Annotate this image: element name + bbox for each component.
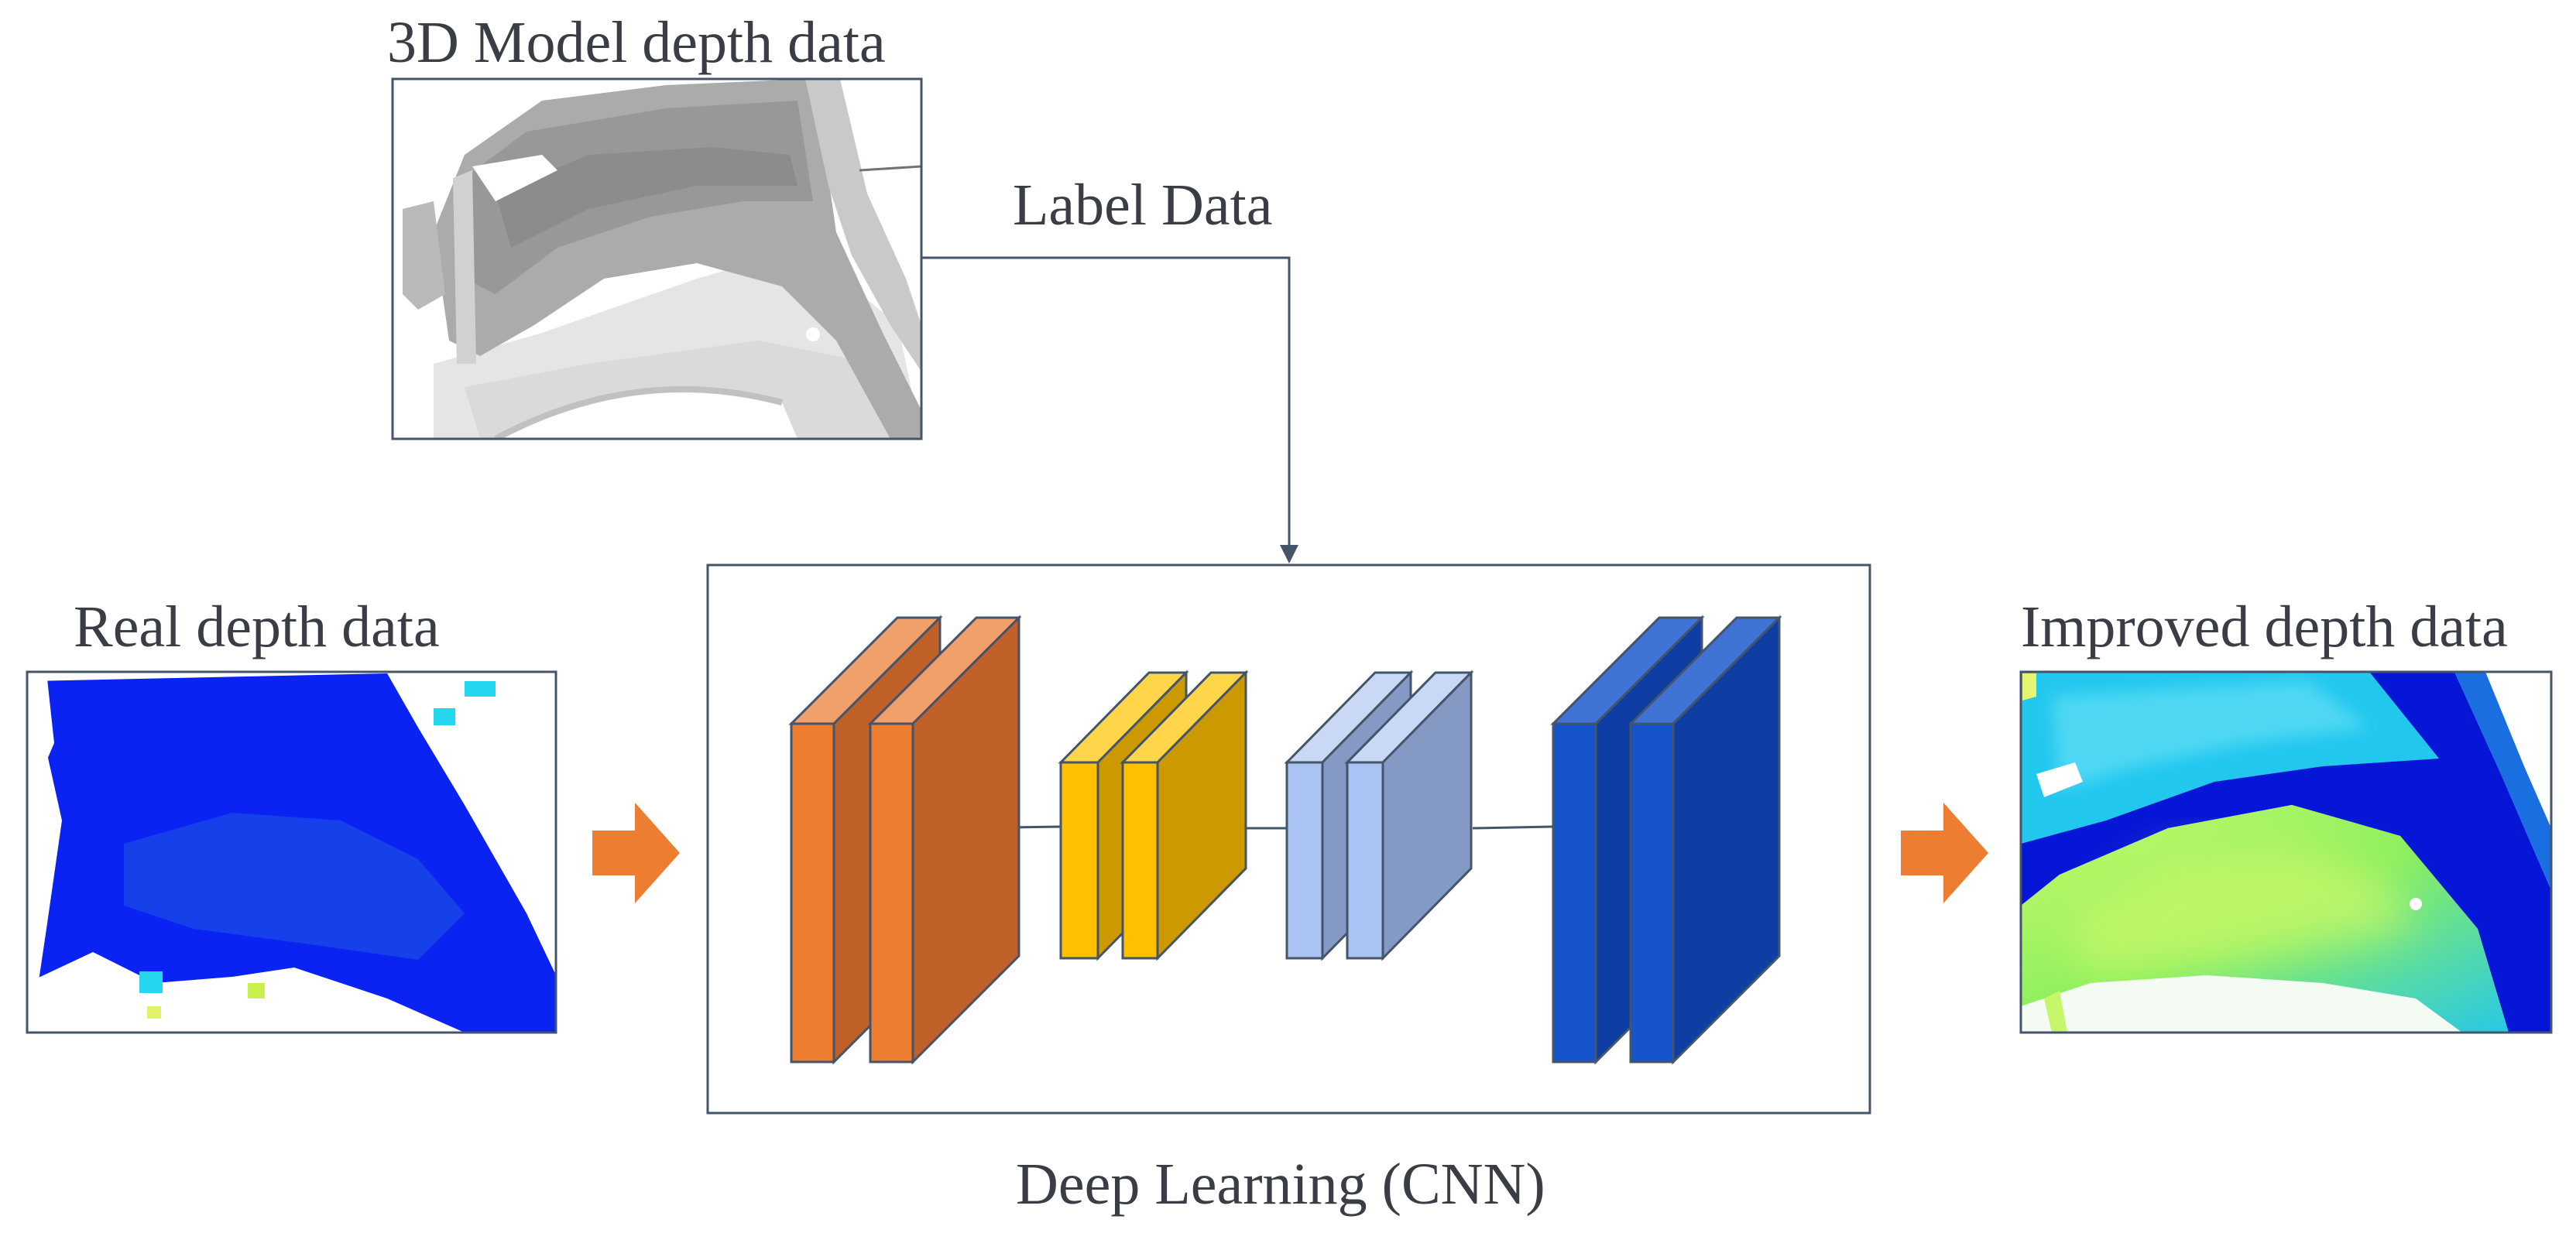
label-data-label: Label Data bbox=[1013, 173, 1272, 238]
improved-depth-label: Improved depth data bbox=[2021, 594, 2508, 659]
connector-arrowhead-icon bbox=[1280, 545, 1298, 563]
real-depth-label: Real depth data bbox=[74, 594, 440, 659]
real-depth-image bbox=[26, 670, 557, 1034]
model-depth-label: 3D Model depth data bbox=[387, 10, 886, 75]
cnn-layer-group-light-blue bbox=[1284, 670, 1474, 961]
cnn-box bbox=[706, 563, 1871, 1115]
deep-learning-label: Deep Learning (CNN) bbox=[1016, 1152, 1545, 1217]
improved-depth-image bbox=[2019, 670, 2553, 1034]
cnn-layer-group-blue bbox=[1550, 615, 1782, 1065]
flow-arrow-right-icon bbox=[1901, 803, 1988, 903]
flow-arrow-left-icon bbox=[592, 803, 680, 903]
label-data-connector bbox=[921, 256, 1291, 551]
model-depth-image bbox=[391, 77, 923, 440]
cnn-layer-group-gold bbox=[1058, 670, 1249, 961]
cnn-layer-group-orange bbox=[788, 615, 1022, 1065]
